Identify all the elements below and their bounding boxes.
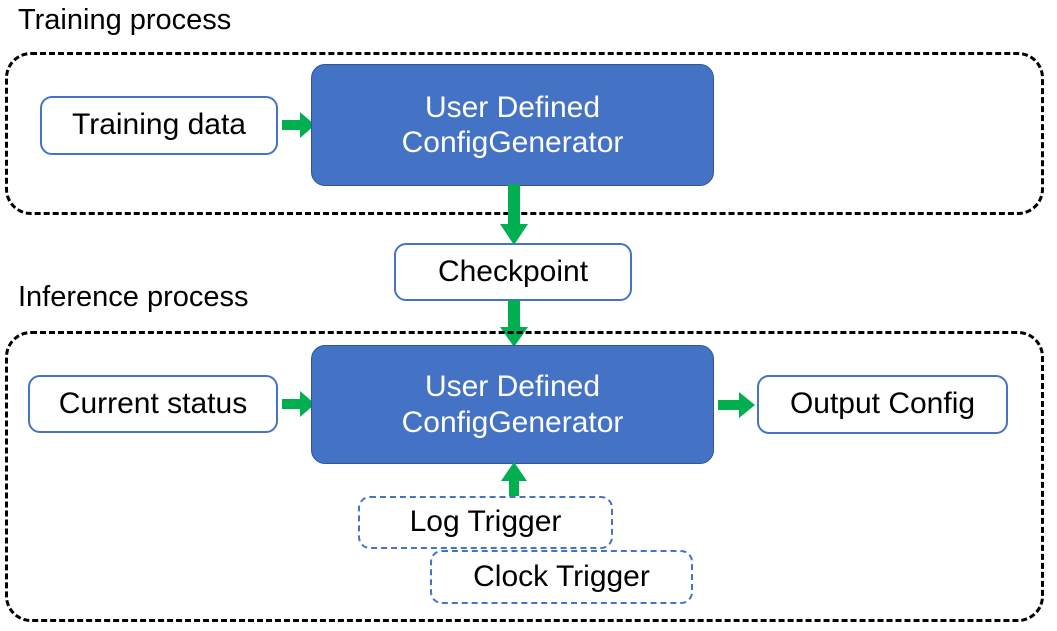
output-config-label: Output Config [789, 387, 976, 421]
inference-generator-line2: ConfigGenerator [401, 405, 624, 439]
output-config-node[interactable]: Output Config [757, 375, 1008, 434]
training-generator-line1: User Defined [424, 90, 601, 124]
inference-generator-line1: User Defined [424, 370, 601, 404]
log-trigger-node[interactable]: Log Trigger [358, 496, 613, 549]
checkpoint-node[interactable]: Checkpoint [394, 243, 632, 301]
training-data-node[interactable]: Training data [40, 96, 278, 155]
clock-trigger-label: Clock Trigger [473, 559, 650, 593]
inference-config-generator-node[interactable]: User Defined ConfigGenerator [311, 345, 714, 464]
checkpoint-label: Checkpoint [437, 254, 589, 288]
training-data-label: Training data [72, 108, 246, 142]
inference-process-title: Inference process [18, 281, 249, 313]
log-trigger-label: Log Trigger [409, 505, 562, 539]
current-status-node[interactable]: Current status [28, 375, 278, 433]
training-config-generator-node[interactable]: User Defined ConfigGenerator [311, 64, 714, 186]
inference-process-container [5, 331, 1044, 622]
current-status-label: Current status [58, 386, 248, 420]
clock-trigger-node[interactable]: Clock Trigger [430, 550, 693, 604]
training-generator-line2: ConfigGenerator [401, 126, 624, 159]
training-process-title: Training process [18, 4, 232, 36]
